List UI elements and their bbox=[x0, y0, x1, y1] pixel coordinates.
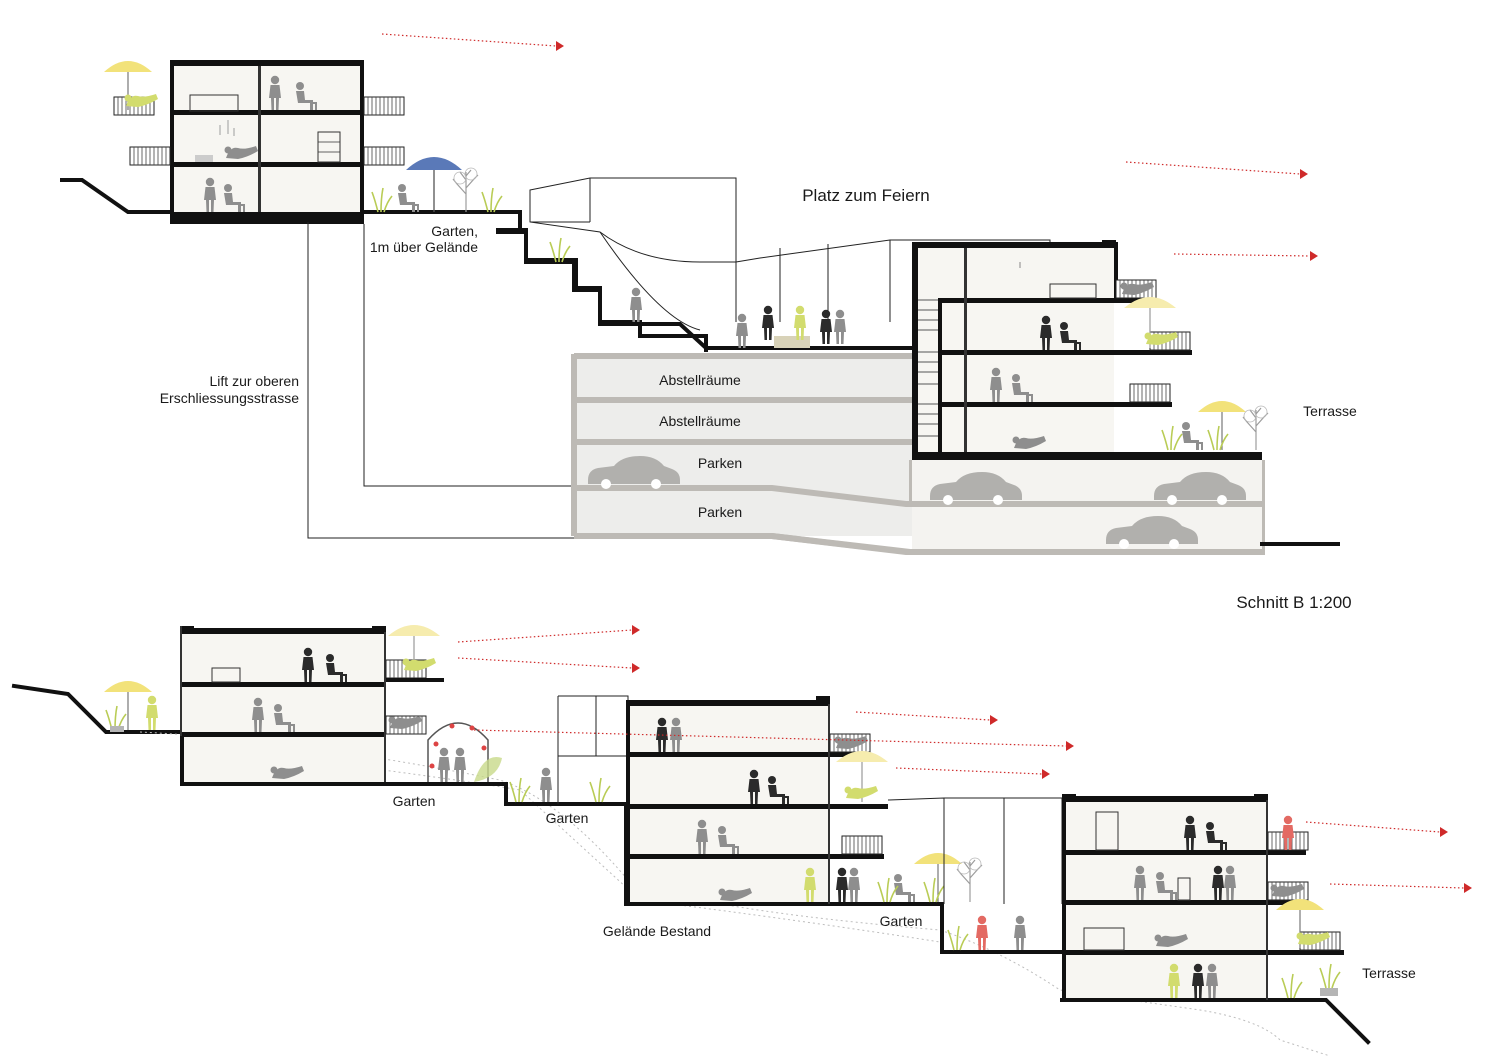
label-platz-zum-feiern: Platz zum Feiern bbox=[802, 186, 930, 205]
person-icon bbox=[762, 305, 774, 340]
label-garten-upper-line1: Garten, bbox=[431, 223, 478, 239]
sun-ray-arrows-upper bbox=[381, 33, 1318, 261]
tree-icon bbox=[452, 167, 479, 213]
link-glass-outline bbox=[887, 797, 1063, 904]
label-garten-b2: Garten bbox=[546, 810, 589, 826]
label-terrasse-bottom: Terrasse bbox=[1362, 965, 1416, 981]
terrain-left bbox=[60, 178, 172, 214]
house-b3 bbox=[1060, 794, 1371, 1045]
label-terrasse-top: Terrasse bbox=[1303, 403, 1357, 419]
sun-ray-arrows-lower bbox=[457, 625, 1472, 893]
label-parken-2: Parken bbox=[698, 504, 742, 520]
person-icon bbox=[1182, 422, 1203, 450]
person-icon bbox=[398, 184, 419, 212]
label-lift-line2: Erschliessungsstrasse bbox=[160, 390, 299, 406]
label-parken-1: Parken bbox=[698, 455, 742, 471]
label-garten-upper-line2: 1m über Gelände bbox=[370, 239, 478, 255]
lift-shaft-line bbox=[307, 222, 574, 539]
upper-section: Platz zum Feiern Garten, 1m über Gelände… bbox=[60, 33, 1357, 555]
stair-tower-outline bbox=[557, 695, 629, 804]
lounger-icon bbox=[844, 786, 878, 799]
person-icon bbox=[1014, 915, 1026, 950]
person-icon bbox=[834, 309, 846, 344]
house-top-left bbox=[103, 60, 405, 224]
sun-umbrella-icon bbox=[103, 680, 153, 731]
tree-icon bbox=[1242, 405, 1269, 451]
label-lift-line1: Lift zur oberen bbox=[210, 373, 300, 389]
person-icon bbox=[438, 747, 450, 782]
person-icon bbox=[794, 305, 806, 340]
label-abstellraeume-1: Abstellräume bbox=[659, 372, 741, 388]
label-abstellraeume-2: Abstellräume bbox=[659, 413, 741, 429]
person-icon bbox=[836, 867, 848, 902]
label-garten-b1: Garten bbox=[393, 793, 436, 809]
person-icon bbox=[630, 287, 642, 322]
person-icon bbox=[848, 867, 860, 902]
person-icon bbox=[454, 747, 466, 782]
house-b1 bbox=[103, 624, 630, 806]
house-top-right bbox=[912, 240, 1269, 460]
underground-garage bbox=[571, 353, 1340, 555]
label-gelaende-bestand: Gelände Bestand bbox=[603, 923, 711, 939]
terrain-lower-left bbox=[11, 683, 182, 734]
rose-arch bbox=[427, 722, 489, 782]
person-icon bbox=[736, 313, 748, 348]
label-schnitt-b: Schnitt B 1:200 bbox=[1236, 593, 1351, 612]
house-b2 bbox=[624, 696, 1064, 954]
person-icon bbox=[146, 695, 158, 730]
person-icon bbox=[820, 309, 832, 344]
tree-icon bbox=[956, 857, 983, 903]
label-garten-b3: Garten bbox=[880, 913, 923, 929]
lower-section: Schnitt B 1:200 bbox=[11, 593, 1472, 1057]
person-icon bbox=[540, 767, 552, 802]
